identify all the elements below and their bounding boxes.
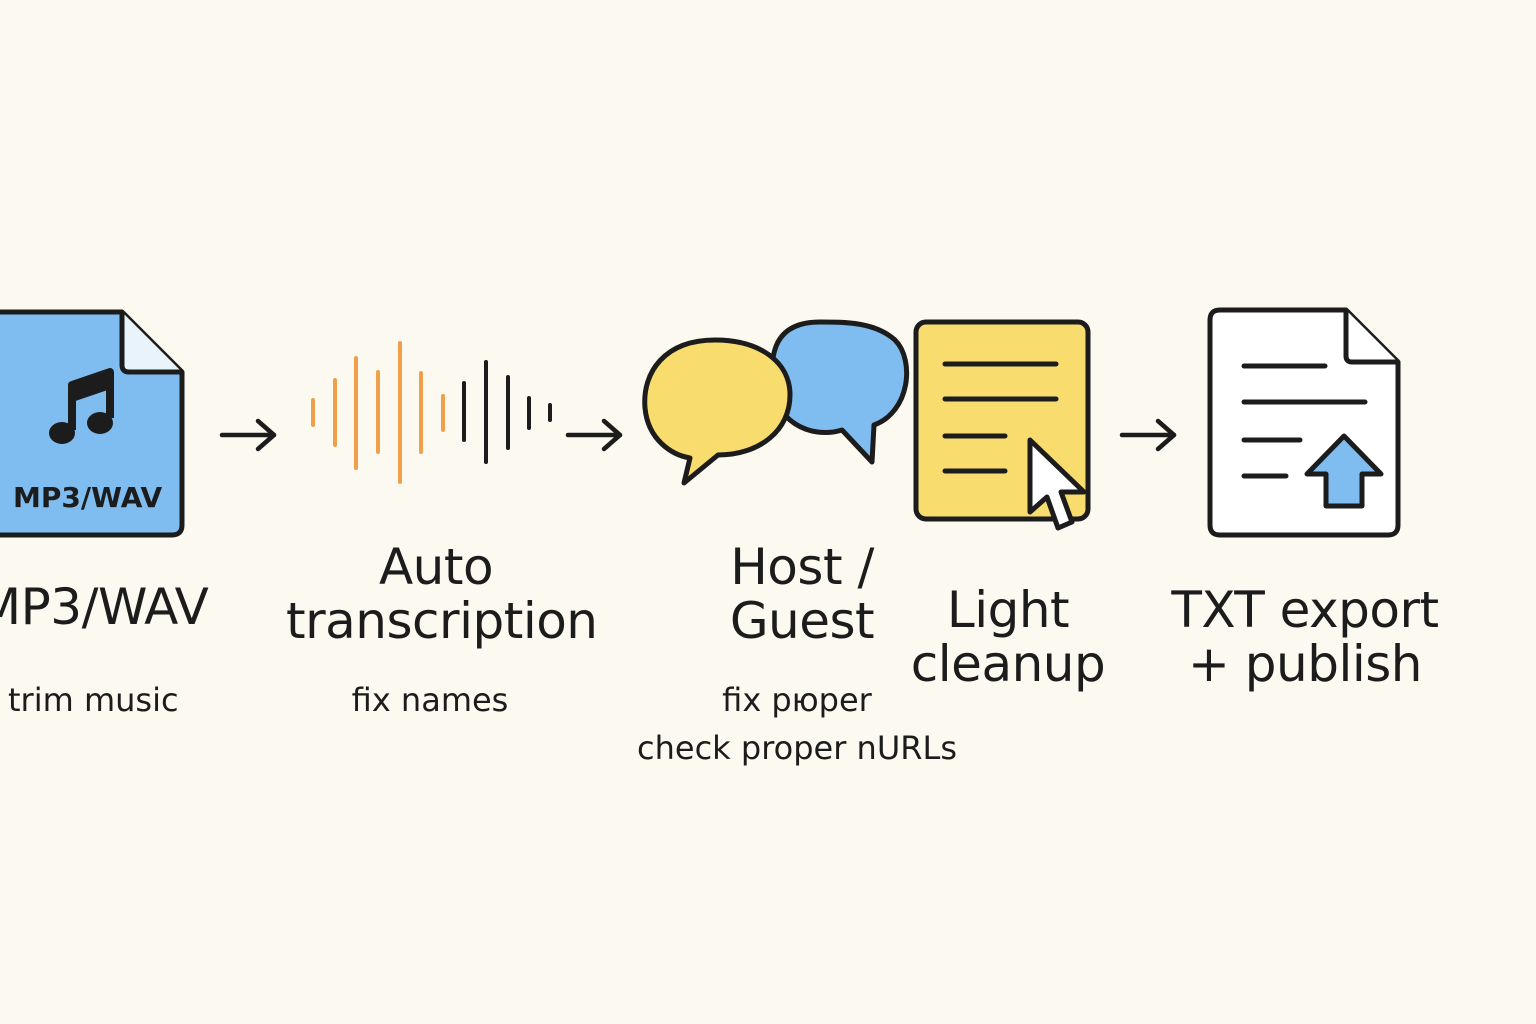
step-4-title: Light cleanup xyxy=(910,585,1106,689)
step-3-title: Host / Guest xyxy=(712,542,892,646)
step-3-subtitle-line-1: fix pюрer xyxy=(722,681,872,719)
arrow-right-icon xyxy=(1119,418,1177,452)
step-5-title-line-2: + publish xyxy=(1188,635,1422,693)
step-5-title-line-1: TXT export xyxy=(1171,581,1439,639)
step-3-title-line-1: Host / xyxy=(730,538,874,596)
arrow-right-icon xyxy=(219,418,277,452)
step-2-title-line-2: transcription xyxy=(286,592,598,650)
step-5-title: TXT export + publish xyxy=(1160,585,1450,689)
audio-file-icon xyxy=(0,309,185,538)
waveform-icon xyxy=(311,341,552,484)
step-2-subtitle: fix names xyxy=(351,681,509,719)
document-cursor-icon xyxy=(913,319,1091,531)
step-3-title-line-2: Guest xyxy=(729,592,875,650)
step-2-title: Auto transcription xyxy=(286,538,598,650)
step-1-subtitle: trim music xyxy=(8,681,179,719)
arrow-right-icon xyxy=(565,418,623,452)
file-badge-label: MP3/WAV xyxy=(13,481,163,514)
music-note-icon xyxy=(49,368,114,444)
step-1-title: MP3/WAV xyxy=(0,578,209,636)
upload-arrow-icon xyxy=(1304,433,1384,509)
cursor-icon xyxy=(1027,437,1087,531)
speech-bubbles-icon xyxy=(642,319,910,486)
step-2-title-line-1: Auto xyxy=(378,538,494,596)
step-3-subtitle-line-2: check proper nURLs xyxy=(637,729,957,767)
document-upload-icon xyxy=(1207,307,1401,538)
step-4-title-line-2: cleanup xyxy=(910,635,1106,693)
step-4-title-line-1: Light xyxy=(946,581,1070,639)
